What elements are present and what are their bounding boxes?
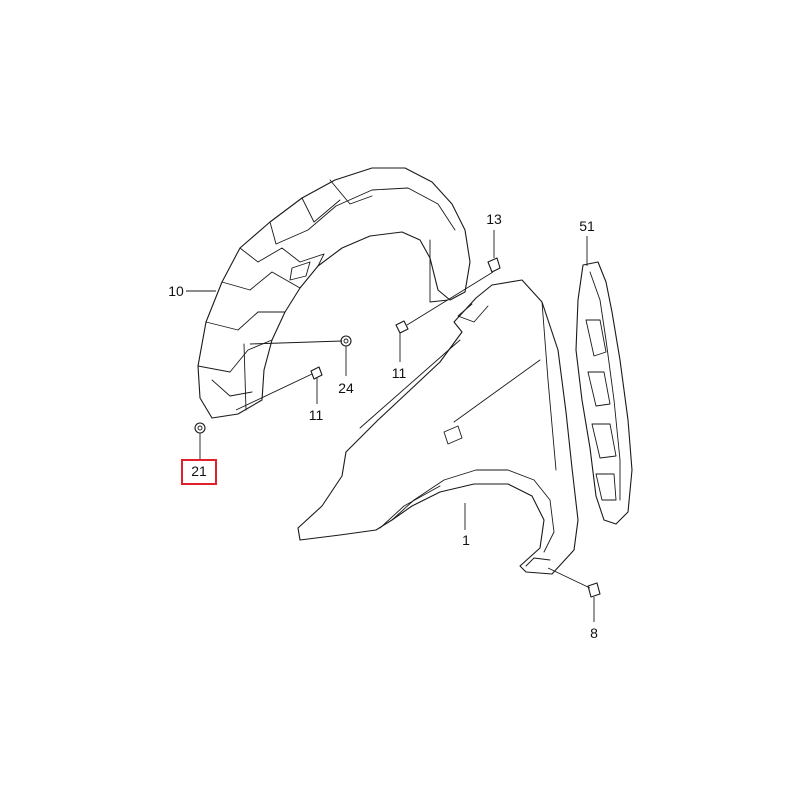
callout-1: 1 — [462, 532, 470, 548]
callout-highlight-box — [181, 459, 217, 485]
screw-8-part — [587, 582, 601, 598]
clip-21-part — [194, 422, 206, 434]
callout-8: 8 — [590, 625, 598, 641]
callout-51: 51 — [579, 218, 595, 234]
leader-lines — [186, 230, 595, 622]
callout-24: 24 — [338, 380, 354, 396]
callout-13: 13 — [486, 211, 502, 227]
screw-11-lower-part — [310, 366, 323, 380]
callout-10: 10 — [168, 283, 184, 299]
clip-24-part — [340, 335, 352, 347]
callout-21: 21 — [191, 463, 207, 479]
callout-11-lower: 11 — [309, 407, 324, 423]
clip-13-part — [487, 257, 501, 273]
fender-panel — [297, 279, 579, 575]
wheel-liner — [197, 167, 471, 419]
screw-11-top-part — [395, 320, 409, 334]
callout-11-top: 11 — [392, 365, 407, 381]
fender-bracket — [575, 261, 633, 525]
